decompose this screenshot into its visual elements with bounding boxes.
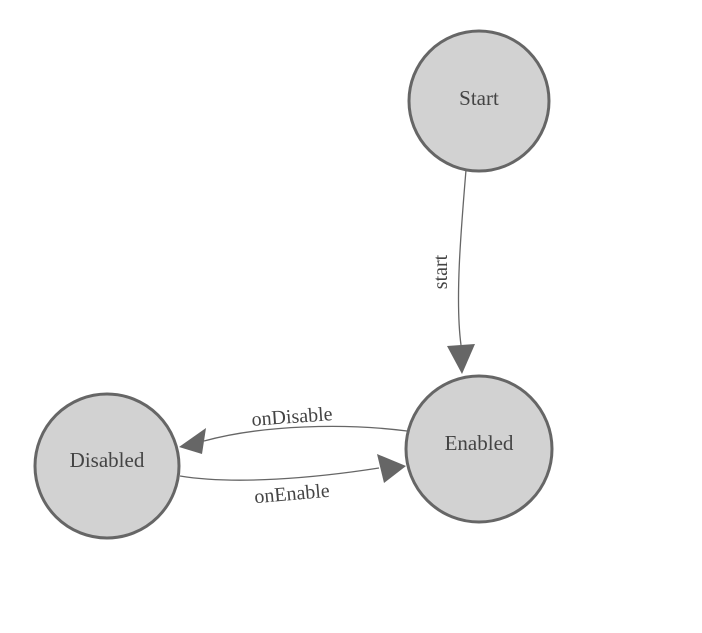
state-node-enabled-label: Enabled <box>445 431 514 455</box>
state-node-start: Start <box>407 29 551 173</box>
edge-start-to-enabled-line <box>457 169 467 346</box>
edge-enabled-to-disabled-line <box>203 425 408 442</box>
edge-enabled-to-disabled: onDisable <box>179 403 408 454</box>
state-node-enabled: Enabled <box>404 374 554 524</box>
state-node-disabled-circle <box>33 392 181 540</box>
edge-start-to-enabled-arrowhead <box>447 344 475 374</box>
edge-disabled-to-enabled-arrowhead <box>377 454 406 483</box>
state-node-start-circle <box>407 29 551 173</box>
state-node-disabled: Disabled <box>33 392 181 540</box>
edge-disabled-to-enabled-line <box>179 467 380 481</box>
edge-start-to-enabled: start <box>430 169 475 374</box>
state-node-start-label: Start <box>459 86 499 110</box>
edge-label-on-enable: onEnable <box>253 480 330 509</box>
edge-label-start: start <box>430 254 452 289</box>
state-node-disabled-label: Disabled <box>70 448 145 472</box>
state-node-enabled-circle <box>404 374 554 524</box>
edge-disabled-to-enabled: onEnable <box>179 454 406 509</box>
edge-enabled-to-disabled-arrowhead <box>179 428 206 454</box>
